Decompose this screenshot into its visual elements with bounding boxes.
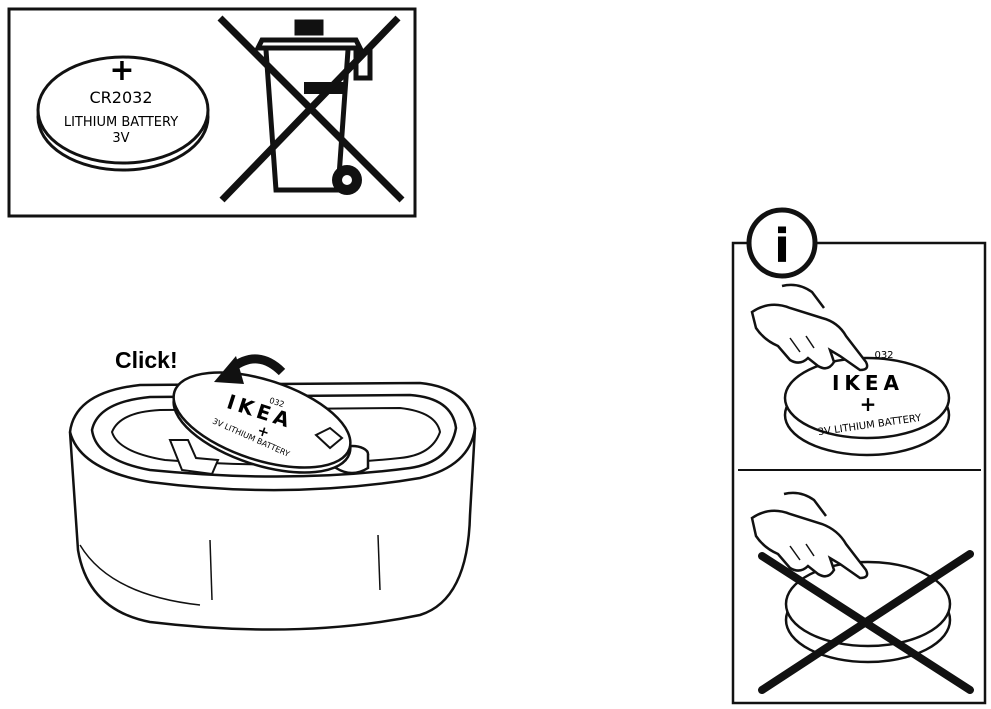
battery-model-label: CR2032 — [89, 88, 152, 107]
info-coin-plus: + — [860, 392, 877, 416]
install-coin-plus: + — [255, 423, 271, 442]
info-panel: i IKEA + 032 3V LITHIUM BATTERY — [731, 207, 987, 705]
incorrect-handling-illustration — [750, 491, 974, 694]
coin-battery-upright: IKEA + 032 3V LITHIUM BATTERY — [783, 350, 951, 457]
info-icon: i — [746, 207, 818, 279]
curved-arrow-icon — [214, 354, 286, 384]
coin-battery-icon: + CR2032 LITHIUM BATTERY 3V — [36, 53, 210, 172]
battery-voltage-label: 3V — [112, 131, 129, 146]
install-coin-number: 032 — [268, 396, 285, 409]
battery-disposal-panel: + CR2032 LITHIUM BATTERY 3V — [7, 7, 417, 218]
info-coin-number: 032 — [874, 350, 893, 361]
hand-icon — [750, 283, 869, 372]
battery-install-illustration: Click! IKEA + 032 3V LITHIUM BATTERY — [68, 347, 477, 631]
info-coin-brand: IKEA — [832, 371, 904, 395]
correct-handling-illustration: IKEA + 032 3V LITHIUM BATTERY — [750, 283, 951, 457]
info-symbol: i — [774, 219, 790, 273]
crossed-out-bin-icon — [217, 15, 405, 203]
coin-battery-tilted: IKEA + 032 3V LITHIUM BATTERY — [172, 371, 352, 474]
battery-plus-label: + — [109, 53, 134, 88]
coin-battery-blank — [784, 560, 952, 664]
cross-out-icon — [758, 550, 974, 694]
hand-icon — [750, 491, 869, 580]
battery-type-label: LITHIUM BATTERY — [64, 115, 178, 130]
click-label: Click! — [115, 347, 178, 373]
